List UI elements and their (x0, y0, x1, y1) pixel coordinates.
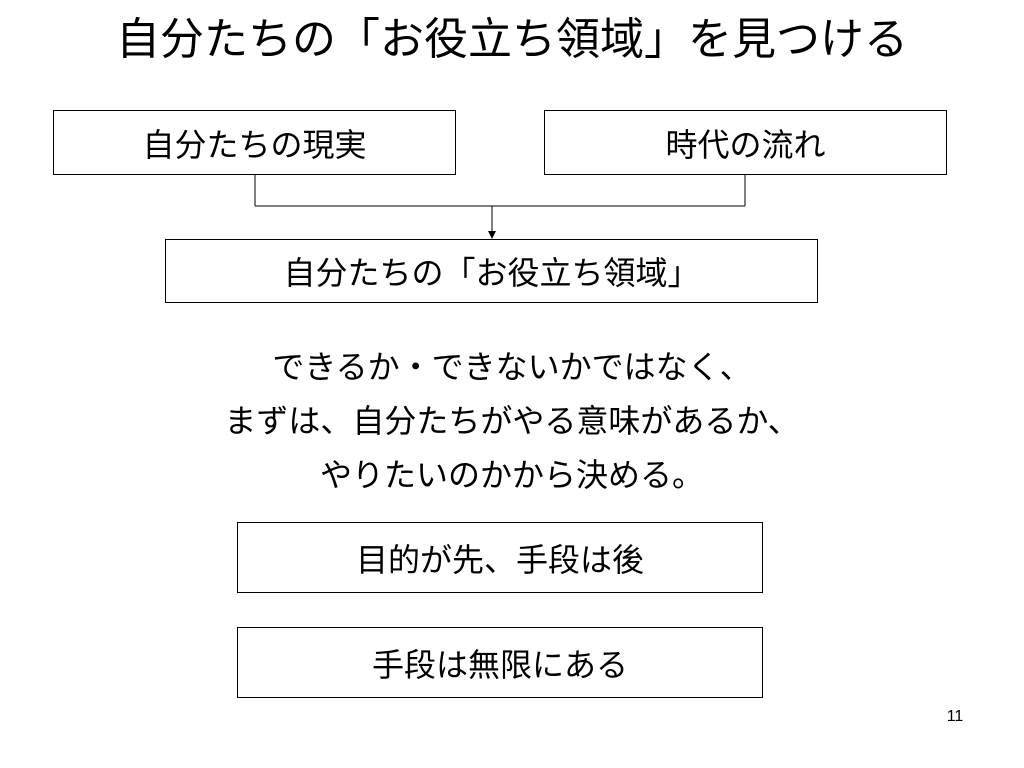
page-number: 11 (946, 708, 964, 725)
box-trend-of-times: 時代の流れ (544, 110, 947, 175)
box-trend-of-times-label: 時代の流れ (665, 125, 826, 164)
box-purpose-first-label: 目的が先、手段は後 (355, 540, 644, 579)
box-means-unlimited: 手段は無限にある (237, 627, 763, 698)
key-message-line: まずは、自分たちがやる意味があるか、 (224, 402, 800, 440)
slide-title: 自分たちの「お役立ち領域」を見つける (116, 14, 908, 65)
box-our-reality: 自分たちの現実 (53, 110, 456, 175)
box-purpose-first: 目的が先、手段は後 (237, 522, 763, 593)
key-message: できるか・できないかではなく、 まずは、自分たちがやる意味があるか、 やりたいの… (0, 340, 1024, 502)
box-means-unlimited-label: 手段は無限にある (371, 645, 628, 684)
box-contribution-domain-label: 自分たちの「お役立ち領域」 (283, 254, 700, 292)
box-contribution-domain: 自分たちの「お役立ち領域」 (165, 239, 818, 303)
connector-arrowhead (488, 231, 496, 239)
key-message-line: できるか・できないかではなく、 (272, 348, 752, 386)
box-our-reality-label: 自分たちの現実 (142, 125, 367, 164)
key-message-line: やりたいのかから決める。 (319, 456, 704, 494)
